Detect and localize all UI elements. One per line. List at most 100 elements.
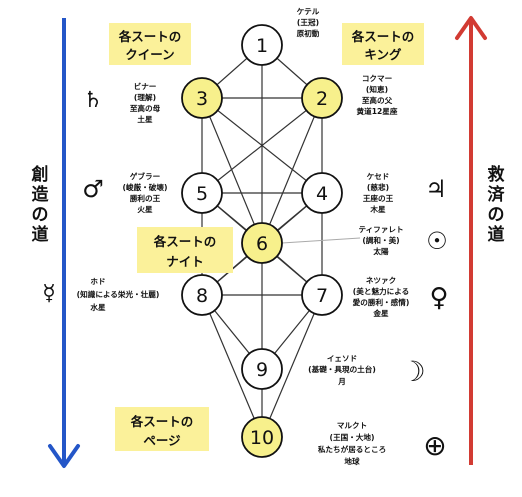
sephirah-number: 9 [256,359,268,381]
creation-label-char: 造 [32,185,50,205]
sun-icon: ☉ [426,227,448,255]
sephirah-10: 10 [241,416,283,458]
sephirah-number: 4 [316,183,328,205]
badge-line: ナイト [166,254,204,269]
badge-line: 各スートの [351,29,415,44]
label-line: 至高の父 [362,95,393,105]
label-line: 原初動 [297,28,320,38]
label-line: 私たちが居るところ [317,444,386,454]
sephirah-3-label: ビナー (理解) 至高の母 土星 [130,81,161,124]
label-line: 黄道12星座 [357,106,398,116]
label-line: ケテル [297,7,320,16]
earth-icon: ⊕ [423,429,446,462]
label-line: 地球 [344,456,360,466]
sephirah-number: 8 [196,285,208,307]
sephirah-1-label: ケテル (王冠) 原初動 [297,7,320,38]
sephirah-6-label: ティファレト (調和・美) 太陽 [358,225,403,256]
sephirah-2-label: コクマー (知恵) 至高の父 黄道12星座 [357,73,398,116]
label-line: (調和・美) [362,235,399,245]
sephirah-9: 9 [241,348,283,390]
label-line: ホド [90,277,105,286]
sephirah-number: 2 [316,88,328,110]
label-line: (王国・大地) [330,432,375,442]
jupiter-icon: ♃ [425,175,447,203]
label-line: ケセド [367,172,390,181]
badge-line: ページ [143,433,181,448]
sephirah-number: 7 [316,285,328,307]
badge-line: 各スートの [118,29,182,44]
king-badge: 各スートの キング [342,23,424,65]
label-line: 火星 [137,204,153,214]
label-line: ゲブラー [130,171,160,181]
creation-label-char: 道 [32,224,49,245]
sephirah-3: 3 [181,77,223,119]
salvation-label-char: の [488,205,505,225]
sephirah-number: 6 [256,233,268,255]
moon-icon: ☽ [400,355,425,388]
sephirah-5: 5 [181,172,223,214]
creation-label-char: 創 [31,164,49,185]
sephirah-9-label: イェソド (基礎・具現の土台) 月 [308,354,376,386]
label-line: 愛の勝利・感情) [353,297,410,307]
label-line: (慈悲) [367,182,389,192]
badge-line: クイーン [125,47,174,62]
salvation-label-char: 済 [488,184,506,205]
saturn-icon: ♄ [83,88,103,113]
page-badge: 各スートの ページ [115,407,209,451]
label-line: ティファレト [358,225,403,234]
label-line: 太陽 [373,246,389,256]
path-2-5 [201,97,323,194]
salvation-label-char: 救 [488,164,505,185]
label-line: (知恵) [366,84,388,94]
path-8-10 [201,294,263,438]
creation-path-label: 創 造 の 道 [30,160,50,246]
queen-badge: 各スートの クイーン [109,23,191,65]
mars-icon: ♂ [82,175,104,203]
venus-icon: ♀ [429,283,448,313]
label-line: (知識による栄光・壮麗) [77,289,160,299]
label-line: コクマー [362,73,392,83]
badge-line: 各スートの [130,414,194,429]
sephirah-6: 6 [241,222,283,264]
label-line: ビナー [134,81,157,91]
sephirah-4: 4 [301,172,343,214]
sephirah-number: 10 [250,427,274,449]
path-3-6 [201,97,263,244]
label-line: 至高の母 [130,103,161,113]
sephirah-7-label: ネツァク (美と魅力による 愛の勝利・感情) 金星 [353,275,410,318]
badge-line: キング [364,47,402,62]
sephirah-number: 1 [256,35,268,57]
salvation-label-char: 道 [488,224,505,245]
sephirah-2: 2 [301,77,343,119]
creation-path-arrow [48,18,80,468]
sephirah-8: 8 [181,274,223,316]
label-line: イェソド [327,354,357,363]
sephirah-10-label: マルクト (王国・大地) 私たちが居るところ 地球 [317,420,386,466]
tiphareth-label-connector [281,237,361,244]
label-line: ネツァク [366,275,396,285]
label-line: 王座の王 [363,193,394,203]
salvation-path-arrow [455,16,487,465]
label-line: (理解) [134,92,156,102]
label-line: 木星 [369,204,386,214]
salvation-path-label: 救 済 の 道 [488,164,506,245]
label-line: マルクト [337,420,367,430]
label-line: 金星 [372,308,389,318]
sephirah-8-label: ホド (知識による栄光・壮麗) 水星 [77,277,160,312]
path-7-10 [261,294,323,438]
label-line: (基礎・具現の土台) [308,364,376,374]
sephirah-1: 1 [241,24,283,66]
sephirah-number: 3 [196,88,208,110]
label-line: (美と魅力による [353,286,409,296]
mercury-icon: ☿ [42,281,56,306]
label-line: 水星 [90,302,106,312]
sephirah-number: 5 [196,183,208,205]
creation-label-char: の [32,205,49,225]
sephirah-4-label: ケセド (慈悲) 王座の王 木星 [363,172,394,214]
knight-badge: 各スートの ナイト [137,227,233,273]
label-line: 月 [337,377,346,386]
sephirah-5-label: ゲブラー (峻厳・破壊) 勝利の王 火星 [123,171,168,214]
label-line: 勝利の王 [130,193,161,203]
